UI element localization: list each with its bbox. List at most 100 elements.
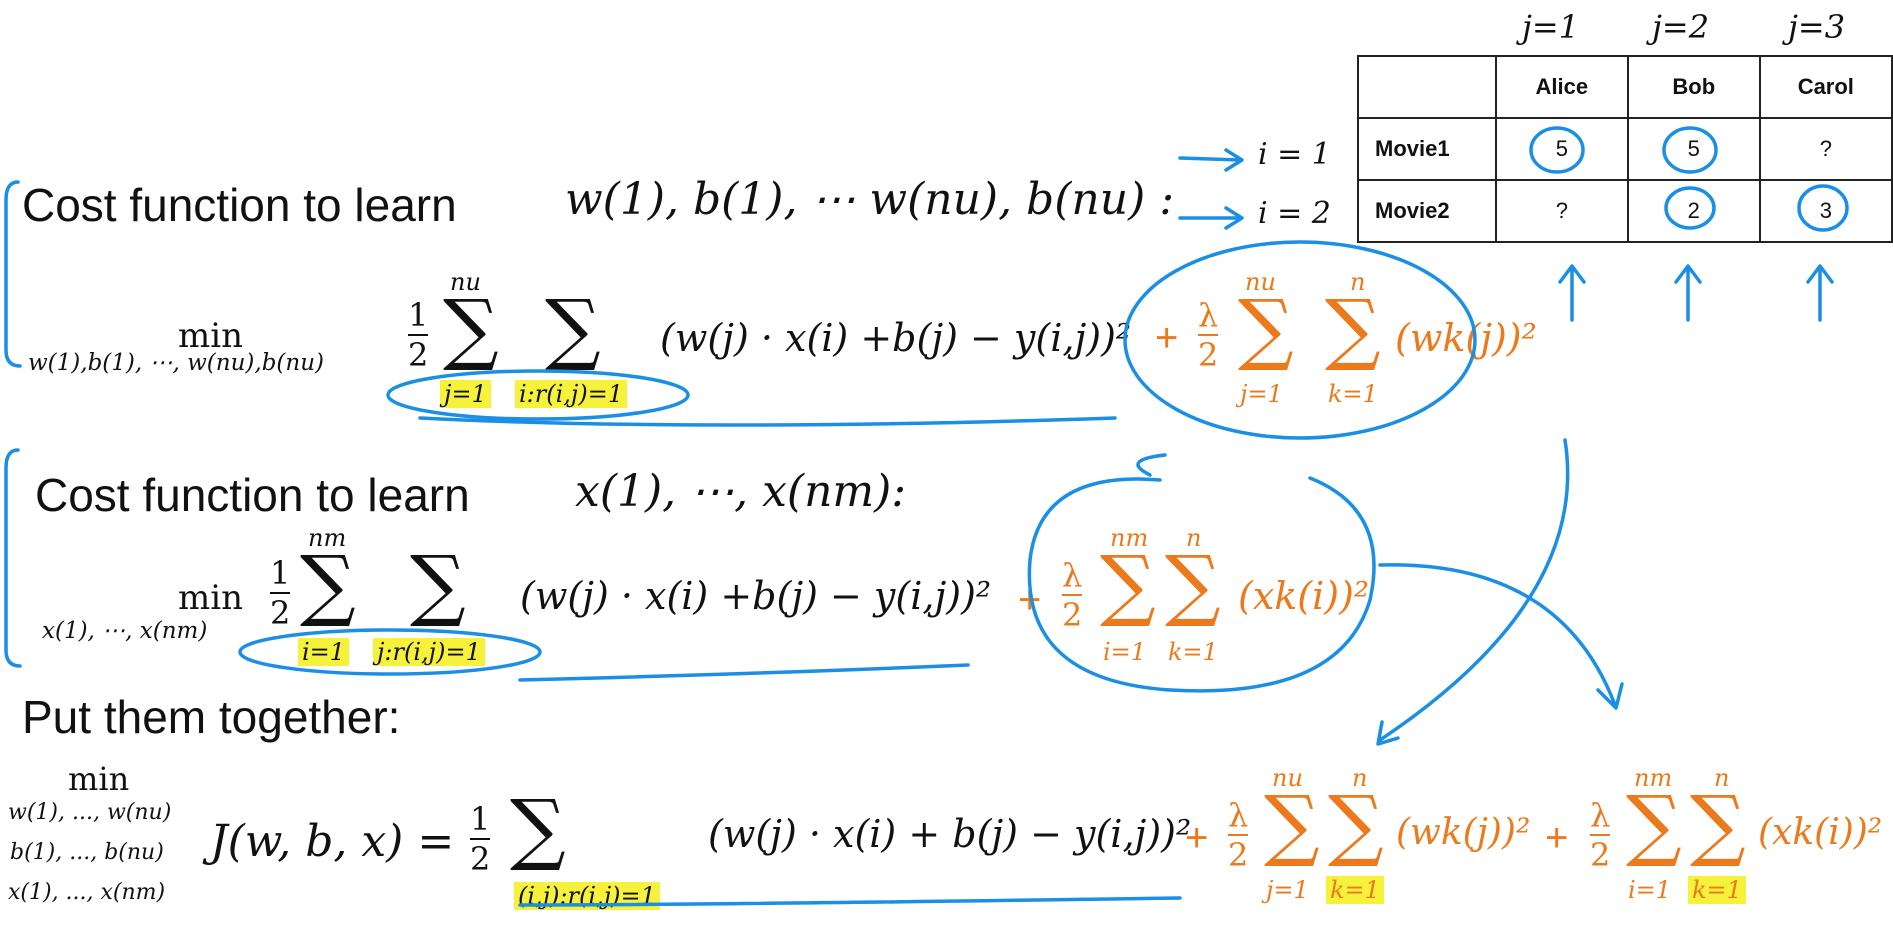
min-x-subscript: x(1), ⋯, x(nm) [42,618,208,644]
table-cell: 3 [1758,179,1893,243]
table-row: Movie2 ? 2 3 [1357,179,1893,243]
sigma-symbol: ∑ [545,284,601,374]
sum-upper-n: n [1714,764,1730,792]
lambda-numerator: λ [1062,556,1083,594]
fraction-denominator: 2 [1062,596,1083,634]
sigma-symbol: ∑ [510,784,566,874]
plus-sign: + [1185,816,1209,860]
fraction-denominator: 2 [1228,836,1249,874]
rating-circle [1529,126,1585,174]
arrow-head-icon [1376,720,1400,746]
fraction-numerator: 1 [408,296,429,334]
plus-sign: + [1155,316,1179,360]
sigma-symbol: ∑ [1325,284,1381,374]
curved-arrow [1378,438,1570,742]
sum-upper-nu: nu [1245,268,1276,296]
rating-circle [1797,184,1849,232]
min-label: min [178,578,244,618]
sum-index-k: k=1 [1326,876,1384,904]
reg-term-w: (wk(j))² [1396,812,1531,853]
table-header-cell: Alice [1494,55,1629,119]
sigma-symbol: ∑ [1626,780,1682,870]
table-header-cell: Carol [1758,55,1893,119]
sum-index-j: j=1 [1240,380,1283,408]
sum-index-i: i=1 [298,638,350,666]
sum-index-k: k=1 [1168,638,1218,666]
params-x: x(1), ⋯, x(nm): [575,466,907,517]
regularization-ellipse [1027,476,1376,693]
plus-sign: + [1545,816,1569,860]
table-header-cell: Bob [1626,55,1761,119]
arrow-up-icon [1558,264,1586,322]
curved-arrow [1378,563,1617,707]
rating-circle [1662,126,1718,174]
sum-upper-n: n [1350,268,1366,296]
sigma-symbol: ∑ [443,284,499,374]
sigma-symbol: ∑ [1690,780,1746,870]
col-label-j2: j=2 [1652,8,1710,46]
arrow-right-icon [1178,148,1244,172]
table-row: Movie1 5 5 ? [1357,117,1893,181]
reg-term-x: (xk(i))² [1238,574,1370,618]
arrow-up-icon [1806,264,1834,322]
sum-index-k: k=1 [1688,876,1746,904]
table-header-cell [1357,55,1497,119]
underline-stroke [518,663,970,682]
fraction-bar [270,592,291,594]
heading-together: Put them together: [22,691,401,743]
col-label-j3: j=3 [1788,8,1846,46]
j-function: J(w, b, x) = [210,816,455,867]
bracket-section-1 [4,180,22,368]
ellipse-tail [1136,453,1167,477]
lambda-numerator: λ [1228,796,1249,834]
sum-index-j-rij: j:r(i,j)=1 [373,638,485,666]
fraction-bar [1228,834,1249,836]
row-label-i1: i = 1 [1258,137,1331,172]
ratings-table: Alice Bob Carol Movie1 5 5 ? Movie2 ? 2 … [1357,55,1893,243]
min-all-x: x(1), ..., x(nm) [8,880,166,905]
table-cell: ? [1758,117,1893,181]
underline-stroke [518,896,1182,907]
fraction-bar [470,838,491,840]
sum-index-i: i=1 [1628,876,1672,904]
sigma-symbol: ∑ [410,540,466,630]
arrow-up-icon [1674,264,1702,322]
sum-index-k: k=1 [1328,380,1378,408]
sigma-symbol: ∑ [1238,284,1294,374]
heading-cost-w: Cost function to learn [22,179,457,231]
sigma-symbol: ∑ [1328,780,1384,870]
table-header-row: Alice Bob Carol [1357,55,1893,119]
fraction-denominator: 2 [1590,836,1611,874]
fraction-denominator: 2 [1198,336,1219,374]
sum-upper-nm: nm [308,524,347,552]
reg-term-w: (wk(j))² [1395,316,1537,360]
sum-upper-n: n [1352,764,1368,792]
sum-index-i-rij: i:r(i,j)=1 [515,380,628,408]
sum-upper-n: n [1186,524,1202,552]
sigma-symbol: ∑ [1264,780,1320,870]
sigma-symbol: ∑ [300,540,356,630]
arrow-head-icon [1596,682,1624,710]
sum-upper-nm: nm [1634,764,1673,792]
error-term-w: (w(j) · x(i) +b(j) − y(i,j))² [660,316,1132,360]
regularization-ellipse [1123,240,1477,440]
rating-circle [1664,186,1716,230]
sum-index-j: j=1 [440,380,491,408]
error-term-x: (w(j) · x(i) +b(j) − y(i,j))² [520,574,992,618]
sum-index-ellipse [386,369,690,421]
fraction-denominator: 2 [470,840,491,878]
sum-index-i: i=1 [1103,638,1147,666]
sum-index-ellipse [238,628,542,676]
fraction-bar [1062,594,1083,596]
min-w-subscript: w(1),b(1), ⋯, w(nu),b(nu) [28,350,324,376]
error-term-all: (w(j) · x(i) + b(j) − y(i,j))² [708,812,1192,856]
min-all-w: w(1), ..., w(nu) [8,800,172,825]
sigma-symbol: ∑ [1165,540,1221,630]
fraction-numerator: 1 [270,554,291,592]
